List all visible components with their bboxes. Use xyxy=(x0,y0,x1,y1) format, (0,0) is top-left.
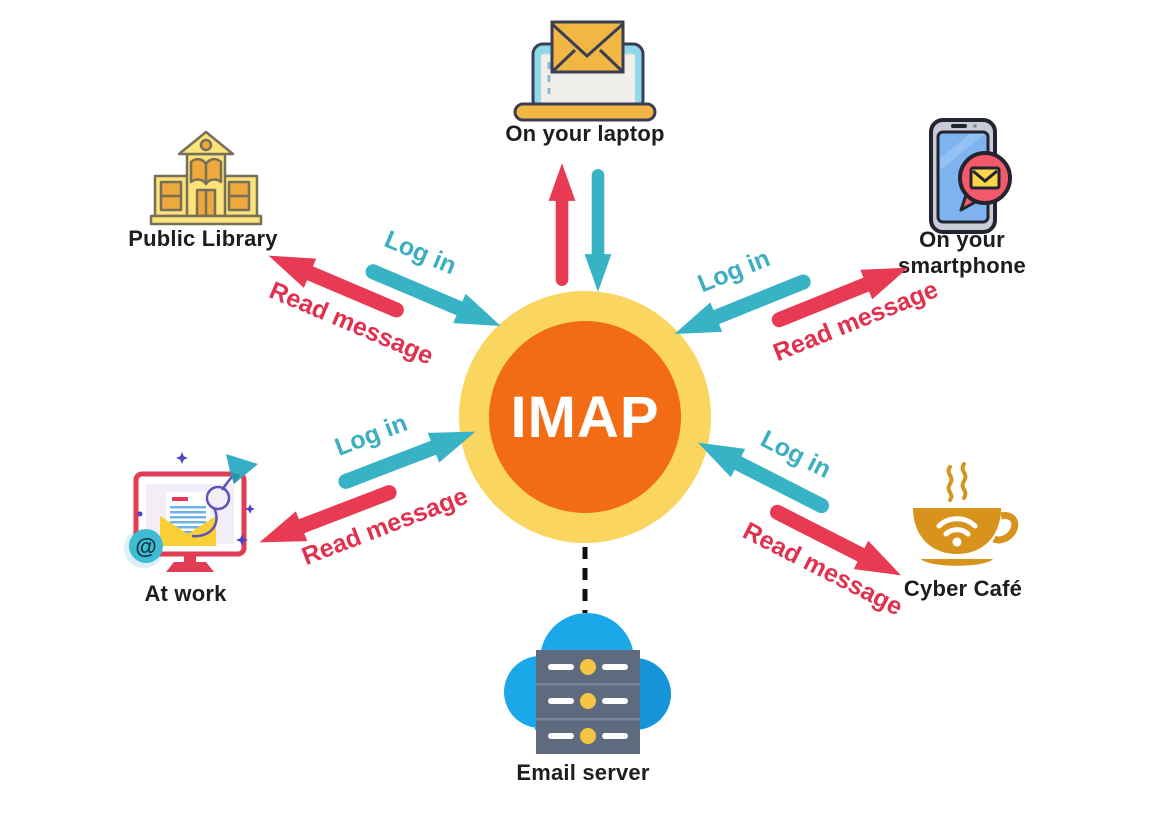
smartphone-label-line2: smartphone xyxy=(898,253,1026,278)
library-label: Public Library xyxy=(128,226,278,251)
email-server-icon xyxy=(504,613,671,754)
edge-atwork-hub: Log in Read message xyxy=(227,384,509,589)
laptop-label: On your laptop xyxy=(505,121,665,146)
arrow-up-red xyxy=(549,162,576,288)
cyber-cafe-label: Cyber Café xyxy=(903,576,1023,601)
arrow-down-teal xyxy=(585,168,612,294)
hub-title: IMAP xyxy=(510,384,660,450)
edge-library-hub: Log in Read message xyxy=(244,183,526,395)
at-work-icon: @ xyxy=(124,452,258,572)
edge-smartphone-hub: Log in Read message xyxy=(649,195,942,404)
edge-cafe-hub: Log in Read message xyxy=(658,397,941,621)
imap-hub-circle: IMAP xyxy=(459,291,711,543)
svg-text:@: @ xyxy=(135,534,156,559)
smartphone-label: On your smartphone xyxy=(878,227,1046,279)
smartphone-label-line1: On your xyxy=(919,227,1005,252)
smartphone-icon xyxy=(929,118,1012,234)
laptop-icon xyxy=(513,20,657,122)
cyber-cafe-icon xyxy=(913,462,1019,566)
at-work-label: At work xyxy=(144,581,227,606)
dashed-connector xyxy=(582,547,588,613)
imap-hub-inner-circle: IMAP xyxy=(489,321,681,513)
email-server-label: Email server xyxy=(516,760,650,785)
library-icon xyxy=(149,130,263,226)
